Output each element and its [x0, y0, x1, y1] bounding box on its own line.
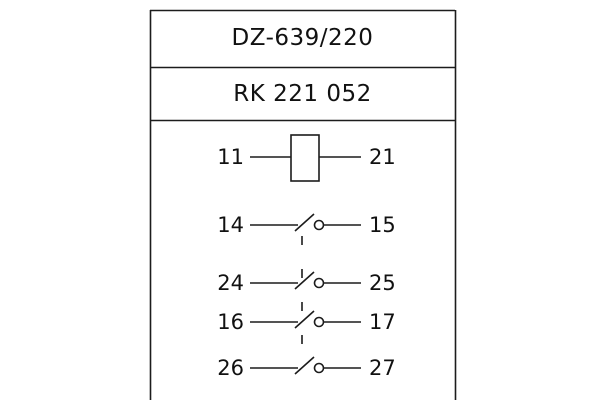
frame-lines: [149, 9, 457, 400]
contact-blade: [294, 271, 315, 290]
contact-row-drawing-1: [250, 213, 361, 232]
contact-blade: [294, 356, 315, 375]
coil-row-drawing: [250, 134, 361, 182]
terminal-label-17: 17: [369, 310, 396, 334]
terminal-label-16: 16: [217, 310, 244, 334]
contact-point: [313, 277, 325, 289]
contact-point: [313, 362, 325, 374]
terminal-label-25: 25: [369, 271, 396, 295]
terminal-label-11: 11: [217, 145, 244, 169]
terminal-label-24: 24: [217, 271, 244, 295]
contact-row-drawing-2: [250, 271, 361, 290]
terminal-label-15: 15: [369, 213, 396, 237]
terminal-label-27: 27: [369, 356, 396, 380]
contact-point: [313, 316, 325, 328]
contact-blade: [294, 310, 315, 329]
contact-row-drawing-4: [250, 356, 361, 375]
contact-point: [313, 219, 325, 231]
relay-coil-symbol: [290, 134, 320, 182]
terminal-label-21: 21: [369, 145, 396, 169]
model-number-label: DZ-639/220: [231, 25, 374, 51]
type-code-label: RK 221 052: [233, 81, 372, 107]
contact-row-drawing-3: [250, 310, 361, 329]
contact-blade: [294, 213, 315, 232]
terminal-label-26: 26: [217, 356, 244, 380]
terminal-label-14: 14: [217, 213, 244, 237]
